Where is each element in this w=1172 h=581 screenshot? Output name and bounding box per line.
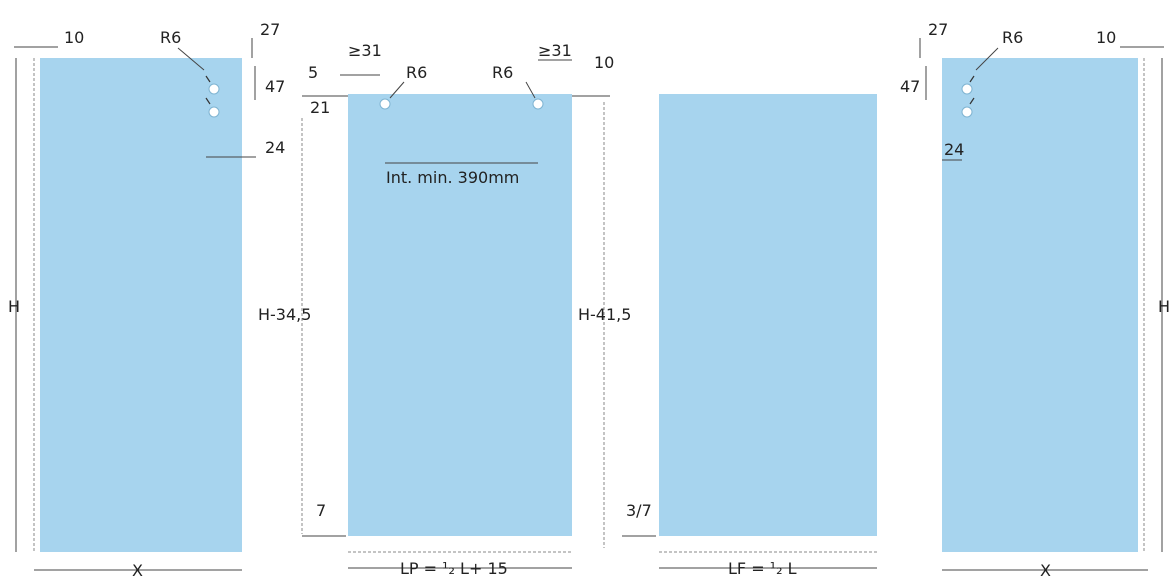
back-min-right-label: ≥31 [538,41,572,60]
left-gap-label: 47 [265,77,285,96]
back-panel-body-lower [348,116,572,536]
left-side-edge [30,58,40,552]
left-inset-label: 24 [265,138,285,157]
right-side-edge [1138,58,1148,552]
front-panel: H-41,5 3/7 LF = ¹₂ L [578,94,877,578]
left-radius-label: R6 [160,28,181,47]
back-radius-right-label: R6 [492,63,513,82]
left-height-label: H [8,297,20,316]
back-bottom-label: LP = ¹₂ L+ 15 [400,559,508,578]
back-bottom-gap-label: 7 [316,501,326,520]
right-bottom-label: X [1040,561,1051,580]
right-radius-leader [975,47,999,71]
back-panel-bottom-strip [348,536,572,552]
back-notch-w-label: 5 [308,63,318,82]
back-radius-left-leader [389,81,405,99]
back-radius-right-leader [525,81,536,99]
back-height-label: H-34,5 [258,305,311,324]
left-top-label: 27 [260,20,280,39]
left-radius-leader [177,47,205,71]
right-height-label: H [1158,297,1170,316]
left-radius-tick [205,75,211,83]
back-interval-label: Int. min. 390mm [386,168,519,187]
right-gap-label: 47 [900,77,920,96]
right-inset-label: 24 [944,140,964,159]
front-height-label: H-41,5 [578,305,631,324]
back-panel: 5 21 ≥31 R6 R6 ≥31 10 Int. min. 390mm H-… [258,41,614,578]
left-width-label: 10 [64,28,84,47]
left-side-hole-top [208,83,220,95]
left-side-panel: 10 R6 27 47 24 H X [8,20,285,580]
back-radius-left-label: R6 [406,63,427,82]
right-side-hole-top [961,83,973,95]
right-side-panel-body [942,58,1138,552]
front-panel-body [659,94,877,536]
back-panel-notch [348,94,356,116]
right-top-label: 27 [928,20,948,39]
right-width-label: 10 [1096,28,1116,47]
left-radius-tick-2 [205,97,211,105]
front-bottom-label: LF = ¹₂ L [728,559,797,578]
back-offset-label: 10 [594,53,614,72]
right-side-hole-bottom [961,106,973,118]
back-min-left-label: ≥31 [348,41,382,60]
front-bottom-gap-label: 3/7 [626,501,652,520]
right-radius-tick-2 [969,97,975,105]
left-side-panel-body [40,58,242,552]
right-radius-label: R6 [1002,28,1023,47]
left-side-hole-bottom [208,106,220,118]
right-side-panel: 27 47 R6 10 24 H X [900,20,1170,580]
back-hole-right [532,98,544,110]
right-radius-tick [969,75,975,83]
front-panel-bottom-strip [659,536,877,552]
left-bottom-label: X [132,561,143,580]
back-hole-left [379,98,391,110]
back-notch-h-label: 21 [310,98,330,117]
